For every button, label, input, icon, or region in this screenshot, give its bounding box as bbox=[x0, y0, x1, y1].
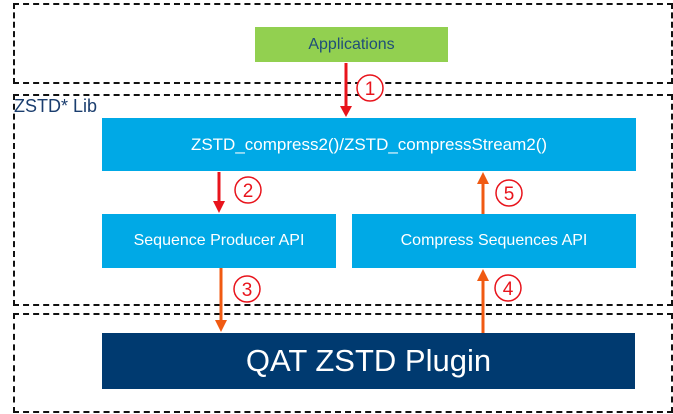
step-number: 2 bbox=[243, 181, 254, 202]
sequence-producer-box: Sequence Producer API bbox=[102, 214, 336, 268]
step-badge-3: 3 bbox=[233, 275, 261, 303]
step-badge-2: 2 bbox=[234, 176, 262, 204]
arrow-step-4 bbox=[477, 269, 489, 333]
step-number: 3 bbox=[242, 280, 253, 301]
compress-api-box: ZSTD_compress2()/ZSTD_compressStream2() bbox=[102, 118, 636, 171]
arrow-step-2 bbox=[213, 172, 225, 213]
arrow-step-1 bbox=[340, 63, 352, 117]
step-badge-1: 1 bbox=[356, 74, 384, 102]
step-number: 4 bbox=[503, 279, 514, 300]
zstd-lib-layer bbox=[13, 94, 673, 306]
plugin-box: QAT ZSTD Plugin bbox=[102, 333, 635, 389]
step-number: 1 bbox=[365, 79, 376, 100]
step-number: 5 bbox=[504, 184, 515, 205]
applications-box: Applications bbox=[255, 27, 448, 62]
step-badge-5: 5 bbox=[495, 179, 523, 207]
arrow-step-5 bbox=[477, 172, 489, 214]
plugin-layer bbox=[13, 313, 673, 413]
zstd-lib-label: ZSTD* Lib bbox=[14, 96, 98, 116]
arrow-step-3 bbox=[215, 268, 227, 332]
applications-layer bbox=[13, 3, 673, 84]
step-badge-4: 4 bbox=[494, 274, 522, 302]
compress-sequences-box: Compress Sequences API bbox=[352, 214, 636, 268]
